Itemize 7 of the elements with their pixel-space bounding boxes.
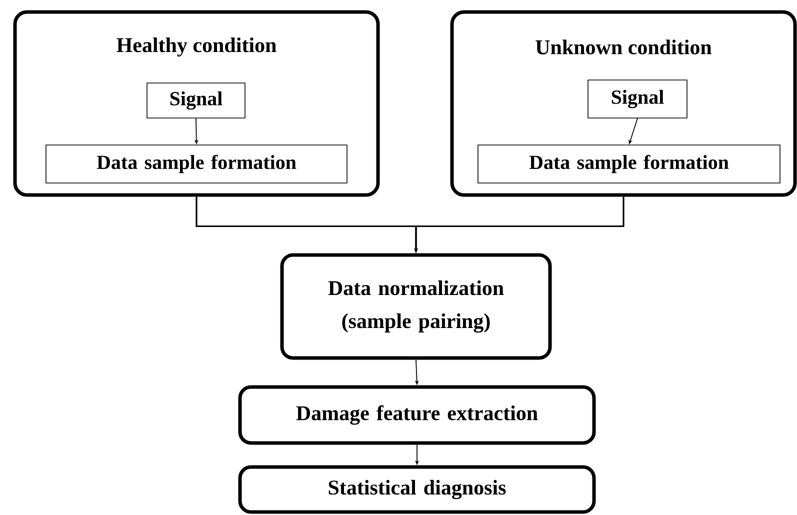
step-box: Data sample formation: [478, 144, 780, 184]
step-box: Signal: [146, 82, 246, 118]
process-box: Damage feature extraction: [238, 385, 596, 445]
process-box: Statistical diagnosis: [238, 465, 596, 514]
step-box: Signal: [588, 80, 688, 118]
process-box: Data normalization (sample pairing): [280, 253, 552, 360]
step-box: Data sample formation: [46, 144, 348, 184]
